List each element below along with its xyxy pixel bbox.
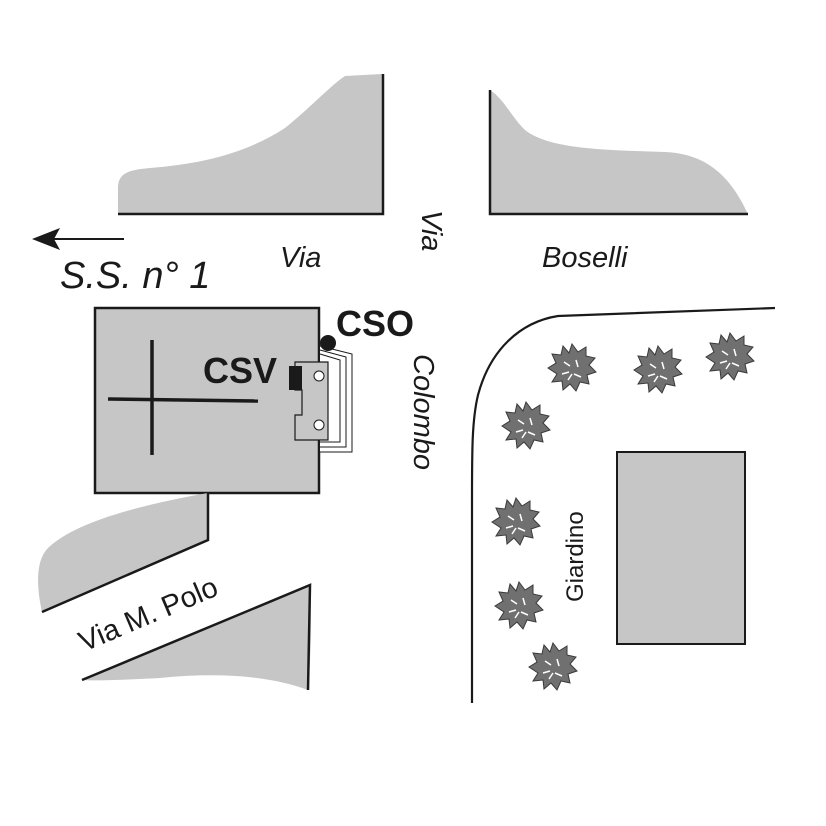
gate-post-top [313,370,325,382]
block-bottom-left-edge [81,583,312,691]
tree-icon [494,581,544,630]
tree-icon [705,332,755,381]
marker-label-cso: CSO [336,303,414,344]
tree-icon [633,345,683,394]
street-label-boselli: Boselli [542,242,629,274]
area-label-giardino: Giardino [562,511,589,602]
tree-icon [547,343,597,392]
gate-post-bottom [313,419,325,431]
street-label-via: Via [280,242,321,274]
street-label-colombo: Colombo [407,354,439,470]
cross-horizontal [107,397,259,403]
block-top-right-edge [488,90,748,216]
csv-marker [289,366,302,390]
entrance-outline-mid [319,349,347,448]
entrance-outline-inner [319,353,341,443]
street-label-via-vertical: Via [415,210,447,251]
block-lower-left [38,493,209,612]
block-lower-left-edge [41,493,210,614]
road-label-ss1: S.S. n° 1 [60,255,210,297]
block-top-left [118,74,383,214]
arrow-left-icon [32,228,124,250]
tree-icon [501,401,551,450]
marker-label-csv: CSV [203,350,277,391]
dot-marker-icon [320,335,336,351]
block-bottom-left [82,585,311,690]
garden-building [616,451,746,645]
garden-boundary [470,306,776,703]
block-top-right [490,90,748,214]
block-top-left-edge [118,74,385,216]
tree-icon [491,497,541,546]
tree-icon [528,642,578,691]
